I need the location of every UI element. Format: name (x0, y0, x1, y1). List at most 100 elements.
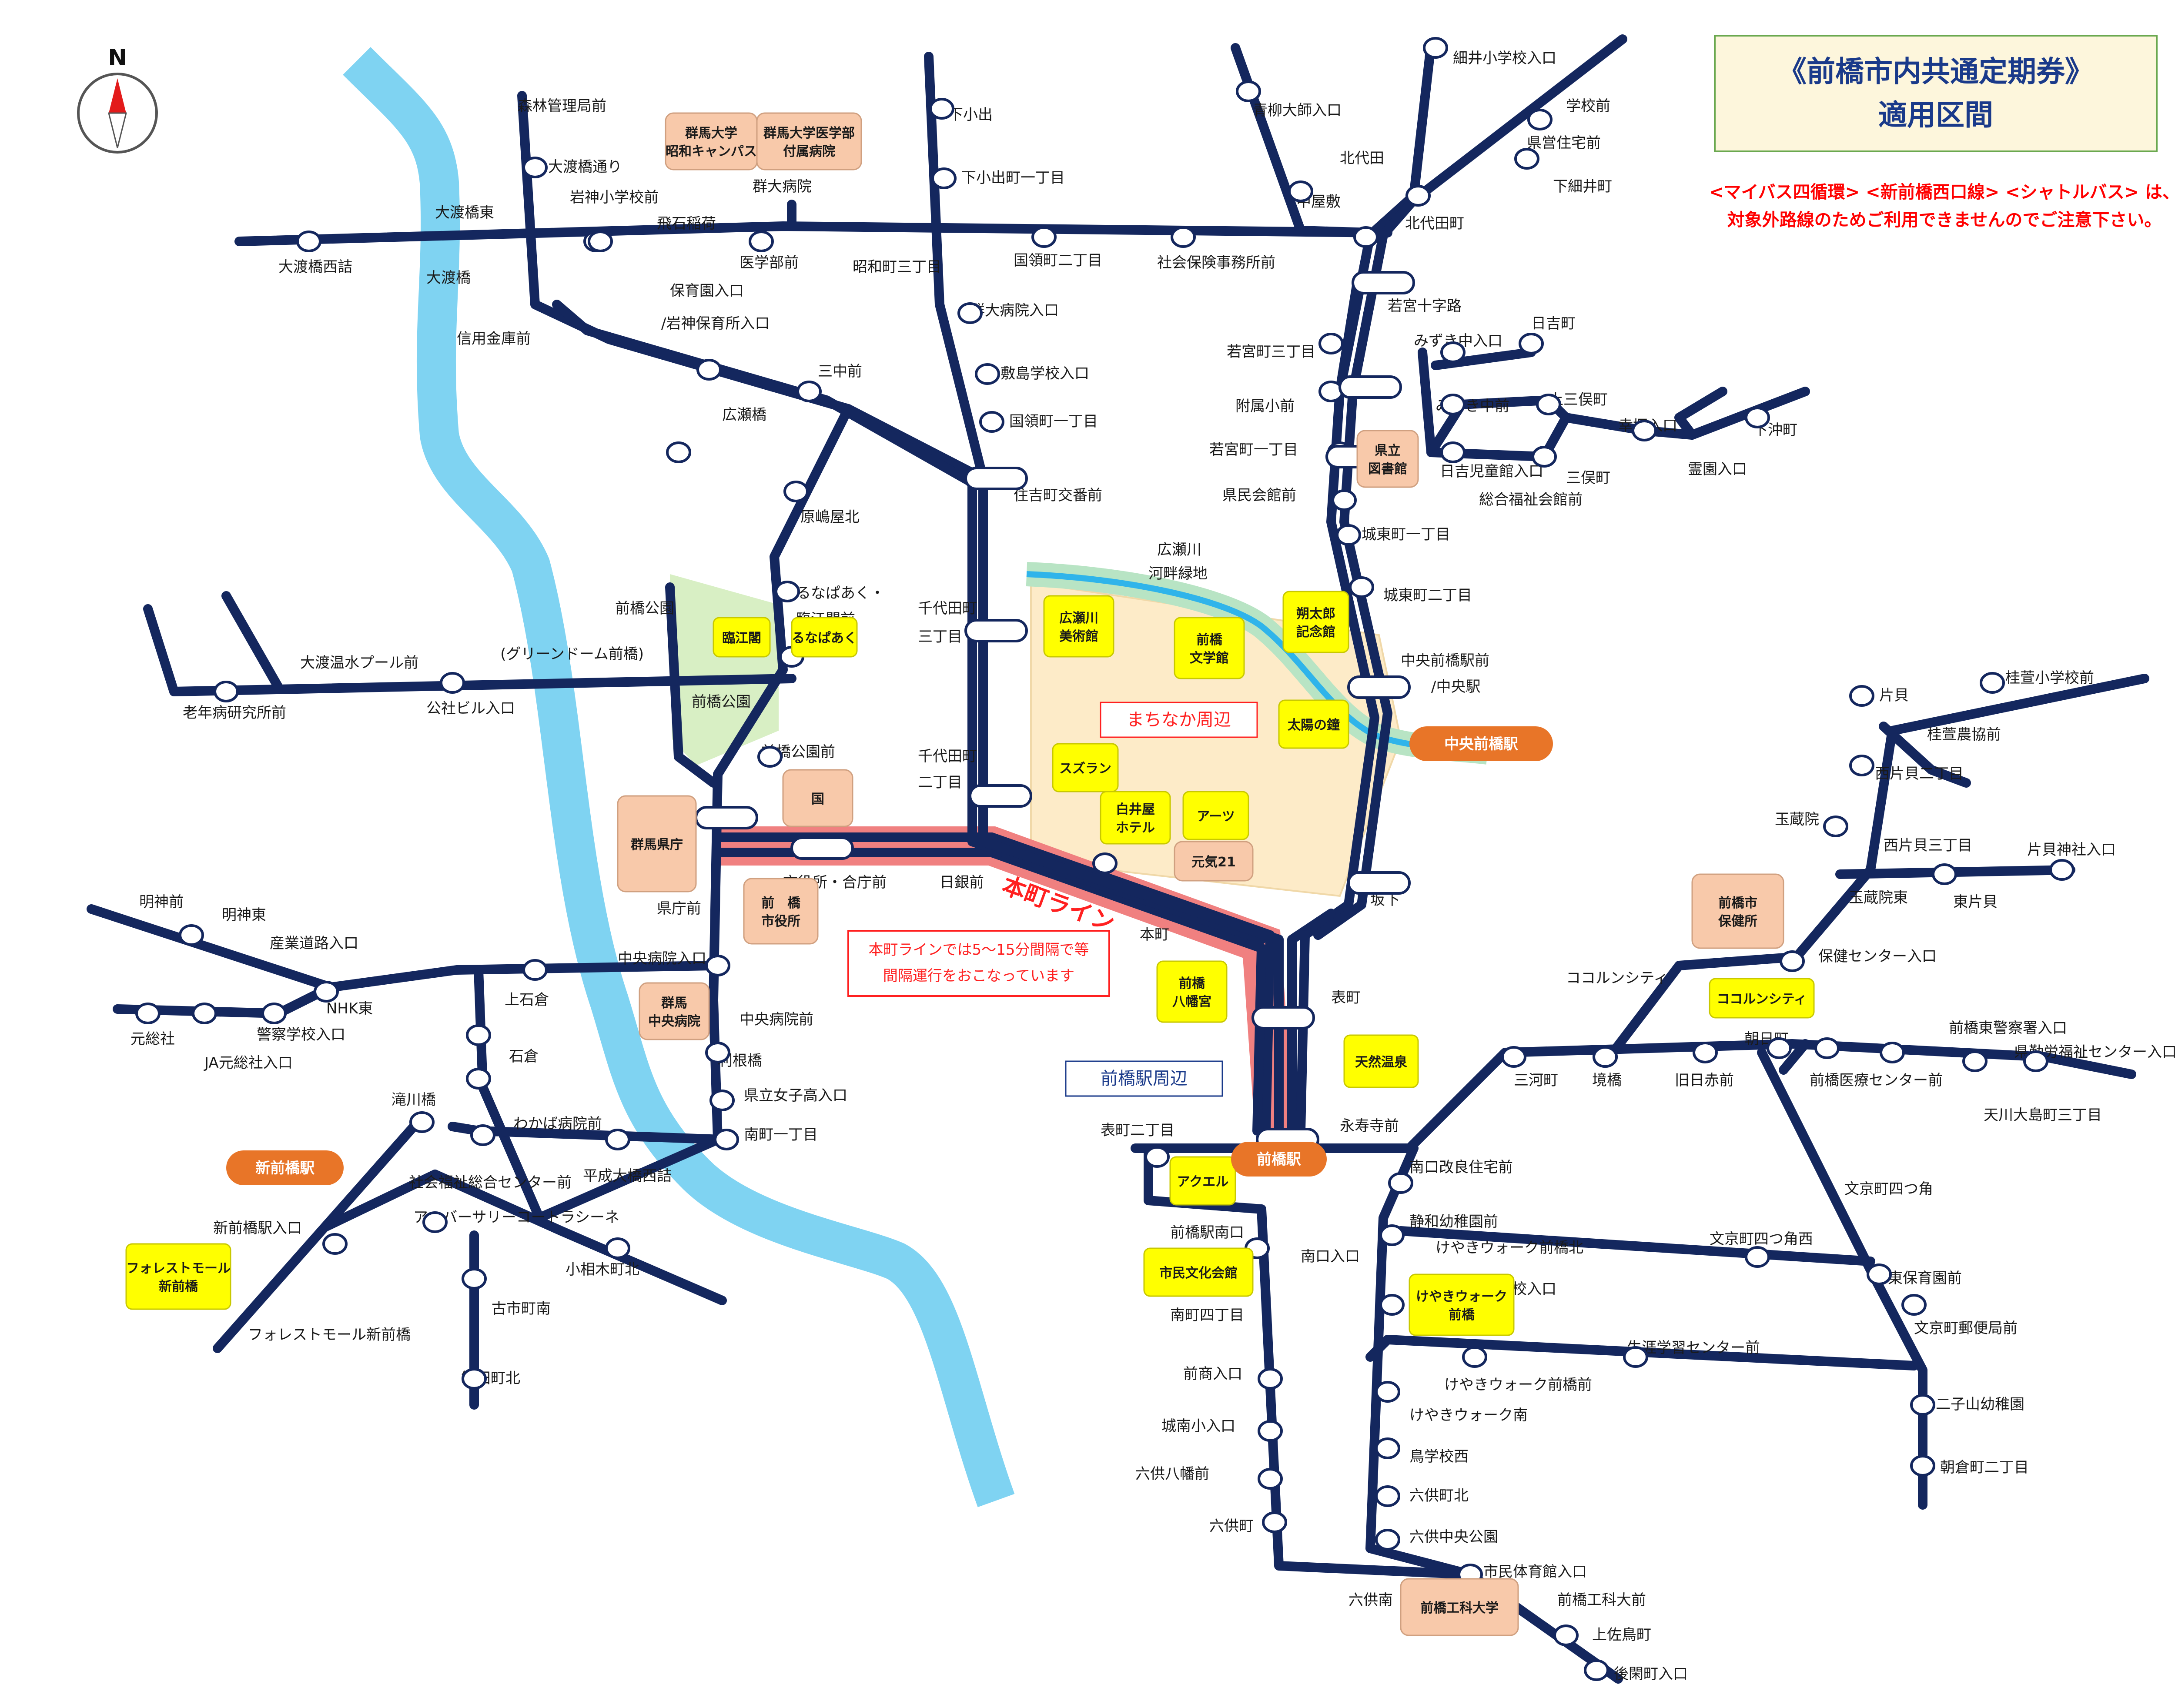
bus-stop-marker (1623, 1346, 1648, 1368)
stop-label: 南町一丁目 (744, 1126, 818, 1143)
stop-label: 中央前橋駅前 (1401, 652, 1489, 669)
stop-label: 岩神小学校前 (570, 189, 659, 206)
stop-label: 霊園入口 (1688, 461, 1747, 478)
bus-stop-marker (964, 467, 1028, 490)
stop-label: 滝川橋 (392, 1091, 436, 1109)
bus-stop-marker (462, 1268, 487, 1290)
bus-stop-marker (1962, 1050, 1988, 1072)
facility-label: 保健所 (1718, 914, 1757, 929)
stop-label: 三丁目 (918, 628, 962, 645)
honmachi-info-line1: 本町ラインでは5〜15分間隔で等 (869, 941, 1089, 959)
bus-stop-marker (1849, 755, 1874, 776)
station-shin-maebashi: 新前橋駅 (226, 1150, 344, 1185)
stop-label: 県民会館前 (1222, 487, 1296, 504)
stop-label: 北代田町 (1405, 215, 1464, 232)
bus-stop-marker (1258, 1368, 1283, 1390)
facility-label: 図書館 (1368, 461, 1407, 477)
facility-label: 昭和キャンパス (666, 144, 757, 159)
bus-stop-marker (470, 1124, 495, 1146)
bus-stop-marker (714, 1129, 739, 1150)
stop-label: 大渡橋 (426, 269, 471, 287)
bus-stop-marker (1092, 852, 1118, 874)
stop-label: 桂萱小学校前 (2005, 669, 2094, 687)
bus-stop-marker (1288, 180, 1313, 202)
bus-stop-marker (695, 806, 758, 829)
bus-stop-marker (466, 1068, 491, 1090)
bus-stop-marker (1867, 1263, 1892, 1285)
stop-label: 総合福祉会館前 (1479, 491, 1583, 508)
stop-label: 文京町四つ角西 (1710, 1230, 1813, 1248)
stop-label: 若宮町三丁目 (1227, 343, 1315, 361)
facility-label: ココルンシティ (1717, 992, 1807, 1007)
stop-label: 中央病院前 (740, 1011, 813, 1028)
stop-label: 千代田町 (918, 748, 977, 765)
facility-label: 前 橋 (761, 896, 801, 911)
stop-label: るなぱあく・ (796, 585, 885, 602)
bus-stop-marker (969, 784, 1032, 808)
stop-label: 上佐鳥町 (1592, 1626, 1651, 1644)
stop-label: わかば病院前 (513, 1115, 602, 1133)
stop-label: 三中前 (818, 363, 862, 380)
stop-label: 前商入口 (1183, 1365, 1242, 1383)
river-label-2: 河畔緑地 (1148, 565, 1208, 582)
facility-coconcity: ココルンシティ (1709, 978, 1815, 1019)
facility-tennen-onsen: 天然温泉 (1343, 1034, 1419, 1088)
stop-label: 静和幼稚園前 (1409, 1213, 1498, 1230)
stop-label: 二子山幼稚園 (1936, 1396, 2024, 1413)
bus-stop-marker (1519, 333, 1544, 354)
facility-label: スズラン (1059, 761, 1111, 776)
stop-label: 産業道路入口 (270, 935, 358, 952)
station-label: 中央前橋駅 (1444, 735, 1518, 753)
facility-label: 前橋 (1196, 632, 1223, 648)
stop-label: 老年病研究所前 (183, 704, 286, 722)
bus-stop-marker (1336, 524, 1361, 546)
stop-label: 文京町郵便局前 (1914, 1320, 2018, 1337)
stop-label: 国領町一丁目 (1009, 413, 1098, 430)
bus-stop-marker (214, 681, 239, 702)
bus-stop-marker (1584, 1659, 1609, 1681)
bus-stop-marker (1031, 226, 1057, 248)
stop-label: 青柳大師入口 (1253, 102, 1342, 119)
bus-stop-marker (1440, 394, 1466, 415)
bus-stop-marker (709, 1090, 735, 1111)
stop-label: 明神前 (139, 893, 184, 911)
bus-stop-marker (179, 924, 204, 946)
stop-label: 大渡橋東 (435, 204, 494, 221)
stop-label: 大渡温水プール前 (300, 654, 418, 672)
stop-label: 西片貝二丁目 (1875, 765, 1964, 782)
bus-stop-marker (1527, 109, 1553, 130)
stop-label: 警察学校入口 (257, 1026, 345, 1043)
stop-label: 三俣町 (1566, 469, 1610, 487)
stop-label: /岩神保育所入口 (661, 315, 770, 332)
stop-label: 永寿寺前 (1340, 1117, 1399, 1135)
stop-label: 旧日赤前 (1675, 1072, 1734, 1089)
facility-label: 前橋工科大学 (1420, 1601, 1499, 1616)
stop-label: 社会保険事務所前 (1157, 254, 1275, 271)
stop-label: NHK東 (326, 1000, 373, 1017)
bus-stop-marker (790, 836, 854, 860)
bus-stop-marker (1349, 576, 1374, 598)
bus-stop-marker (1338, 375, 1402, 399)
bus-stop-marker (1880, 1042, 1905, 1063)
bus-stop-marker (1332, 489, 1357, 511)
stop-label: 東片貝 (1953, 893, 1998, 911)
bus-stop-marker (1375, 1485, 1400, 1507)
bus-stop-marker (1375, 1381, 1400, 1403)
stop-label: 鳥学校西 (1409, 1448, 1469, 1465)
stop-label: 南町四丁目 (1170, 1307, 1244, 1324)
bus-stop-marker (192, 1003, 217, 1024)
stop-label: 大渡橋通り (548, 158, 622, 176)
ekimae-area-label: 前橋駅周辺 (1101, 1069, 1188, 1089)
bus-stop-marker (957, 302, 983, 324)
bus-stop-marker (796, 381, 822, 402)
stop-label: 前橋医療センター前 (1810, 1072, 1943, 1089)
bus-stop-marker (296, 231, 321, 252)
facility-label: 群馬大学医学部 (763, 126, 855, 141)
bus-stop-marker (1814, 1037, 1840, 1059)
stop-label: 県営住宅前 (1527, 134, 1601, 152)
stop-label: 公社ビル入口 (426, 700, 515, 717)
